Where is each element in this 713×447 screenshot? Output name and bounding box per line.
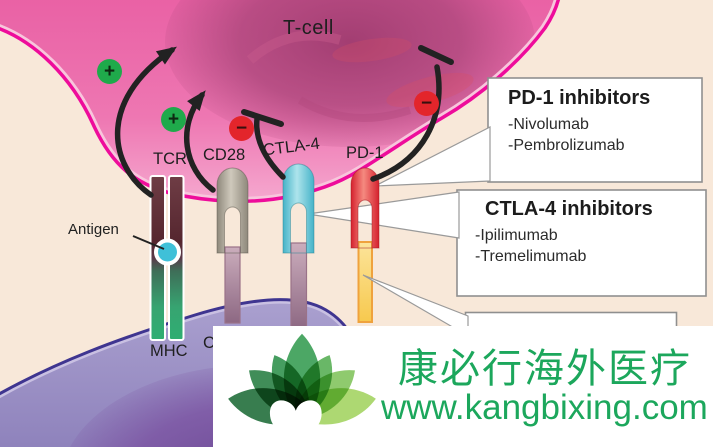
tcr-stimulation-arrow xyxy=(114,46,177,198)
ctla4-box-title: CTLA-4 inhibitors xyxy=(485,198,653,220)
clipped-ligand-label: C xyxy=(203,334,215,352)
t-cell-label: T-cell xyxy=(283,17,334,39)
watermark-brand-text: 康必行海外医疗 xyxy=(398,346,692,392)
antigen-dot xyxy=(158,242,177,262)
ctla4-inhibition-curve xyxy=(253,116,286,180)
watermark-url-text: www.kangbixing.com xyxy=(381,388,708,427)
pd1-inhibition-curve xyxy=(370,64,442,182)
t-cell-nucleus xyxy=(165,0,535,147)
cd28-receptor xyxy=(216,167,249,254)
pd1-box-title: PD-1 inhibitors xyxy=(508,87,651,109)
plus-badge-cd28: + xyxy=(161,107,186,132)
ctla4-inhibitors-box xyxy=(456,189,707,297)
minus-badge-ctla4: − xyxy=(229,116,254,141)
cd80-86-ligand xyxy=(224,246,241,324)
pd1-inhibition-bar xyxy=(418,45,454,65)
ctla4-box-text: CTLA-4 inhibitors -Ipilimumab -Tremelimu… xyxy=(475,198,653,269)
lotus-heart-logo xyxy=(228,333,376,447)
pd1-inhibitors-box xyxy=(487,77,703,183)
minus-badge-pd1: − xyxy=(414,91,439,116)
ctla4-inhibition-bar xyxy=(241,109,284,127)
plus-badge-tcr: + xyxy=(97,59,122,84)
pd1-receptor xyxy=(350,167,380,249)
ctla4-box-item: -Ipilimumab xyxy=(475,227,558,244)
heart-icon xyxy=(269,400,322,447)
pd1-callout-wedge xyxy=(374,126,491,187)
mhc-label: MHC xyxy=(150,342,188,360)
pd1-label: PD-1 xyxy=(346,144,384,162)
pd1-box-text: PD-1 inhibitors -Nivolumab -Pembrolizuma… xyxy=(508,87,650,158)
pd1-box-item: -Nivolumab xyxy=(508,116,589,133)
cd28-stimulation-arrow xyxy=(184,90,216,193)
tcr-mhc-complex xyxy=(132,175,185,341)
antigen-pointer-line xyxy=(132,235,165,250)
cd80-86-ligand-2 xyxy=(290,242,308,330)
ctla4-callout-wedge xyxy=(307,191,460,239)
pd1-box-item: -Pembrolizumab xyxy=(508,137,625,154)
pd-l1-ligand xyxy=(357,241,373,323)
tcr-label: TCR xyxy=(153,150,187,168)
antigen-label: Antigen xyxy=(68,221,119,238)
cd28-label: CD28 xyxy=(203,146,246,164)
watermark-banner: 康必行海外医疗 www.kangbixing.com xyxy=(213,326,713,447)
ctla4-box-item: -Tremelimumab xyxy=(475,248,587,265)
